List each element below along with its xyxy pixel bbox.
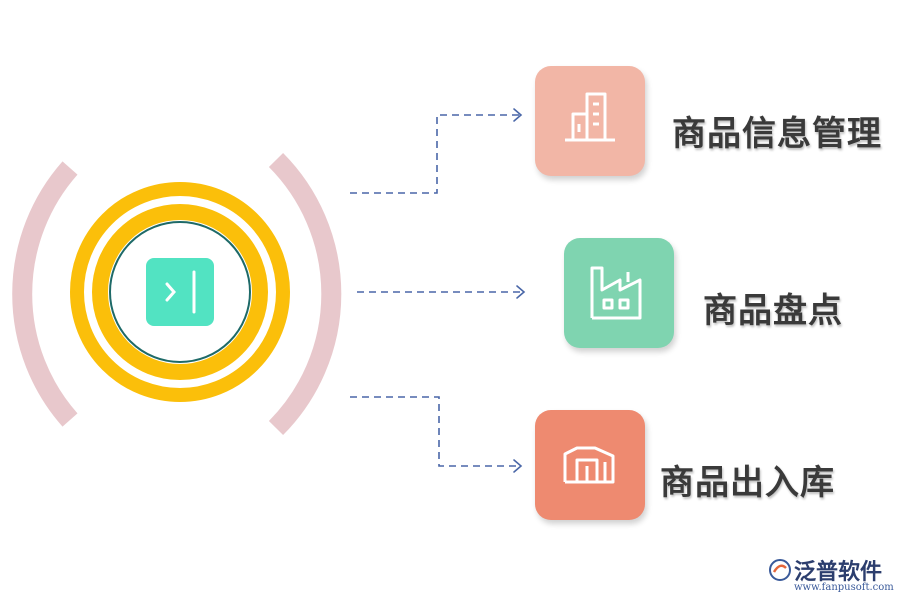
- factory-icon: [590, 266, 642, 320]
- building-icon: [565, 92, 615, 142]
- left-bracket: [12, 161, 78, 427]
- brand-logo: 泛普软件 www.fanpusoft.com: [768, 554, 894, 598]
- warehouse-icon: [563, 446, 615, 484]
- center-tile: [146, 258, 214, 326]
- connector-bottom: [350, 396, 520, 467]
- middle-ring: [92, 204, 268, 380]
- card-product-info: [535, 66, 645, 176]
- arrowhead-middle: [516, 285, 526, 299]
- arrowhead-top: [513, 108, 523, 122]
- brand-name: 泛普软件: [794, 560, 883, 585]
- collapse-panel-icon: [165, 270, 196, 314]
- card-product-inventory: [564, 238, 674, 348]
- right-bracket: [268, 152, 342, 436]
- label-product-stock: 商品出入库: [660, 463, 835, 503]
- card-product-stock: [535, 410, 645, 520]
- outer-ring: [70, 182, 290, 402]
- brand-mark-icon: [769, 559, 791, 581]
- connector-top: [350, 114, 520, 194]
- label-product-info: 商品信息管理: [672, 114, 882, 154]
- brand-url: www.fanpusoft.com: [794, 582, 894, 593]
- label-product-inventory: 商品盘点: [703, 291, 843, 331]
- arrowhead-bottom: [513, 459, 523, 473]
